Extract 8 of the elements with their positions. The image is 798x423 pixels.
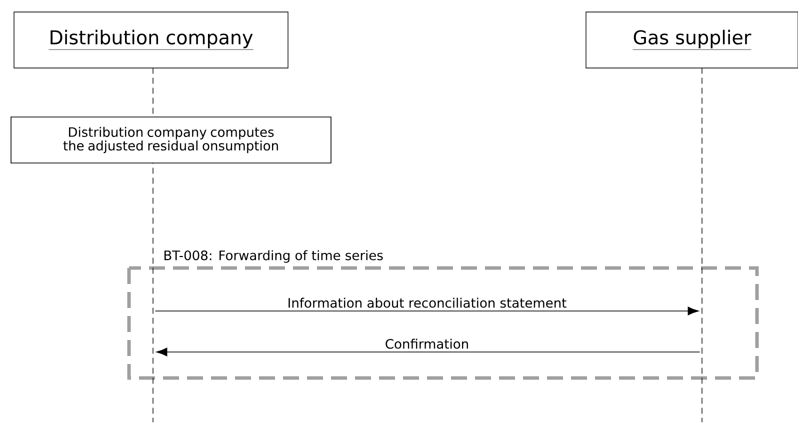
- lifeline-head-box: Distribution company: [14, 12, 288, 68]
- message-arrow: [156, 348, 700, 356]
- lifeline-head-box: Gas supplier: [586, 12, 798, 68]
- frame-title: BT-008: Forwarding of time series: [164, 250, 383, 263]
- message-arrow: [154, 306, 699, 316]
- message-label: Confirmation: [386, 338, 468, 349]
- note-box: Distribution company computes the adjusted residual onsumption: [10, 116, 332, 164]
- message-label: Information about reconciliation statement: [288, 298, 566, 308]
